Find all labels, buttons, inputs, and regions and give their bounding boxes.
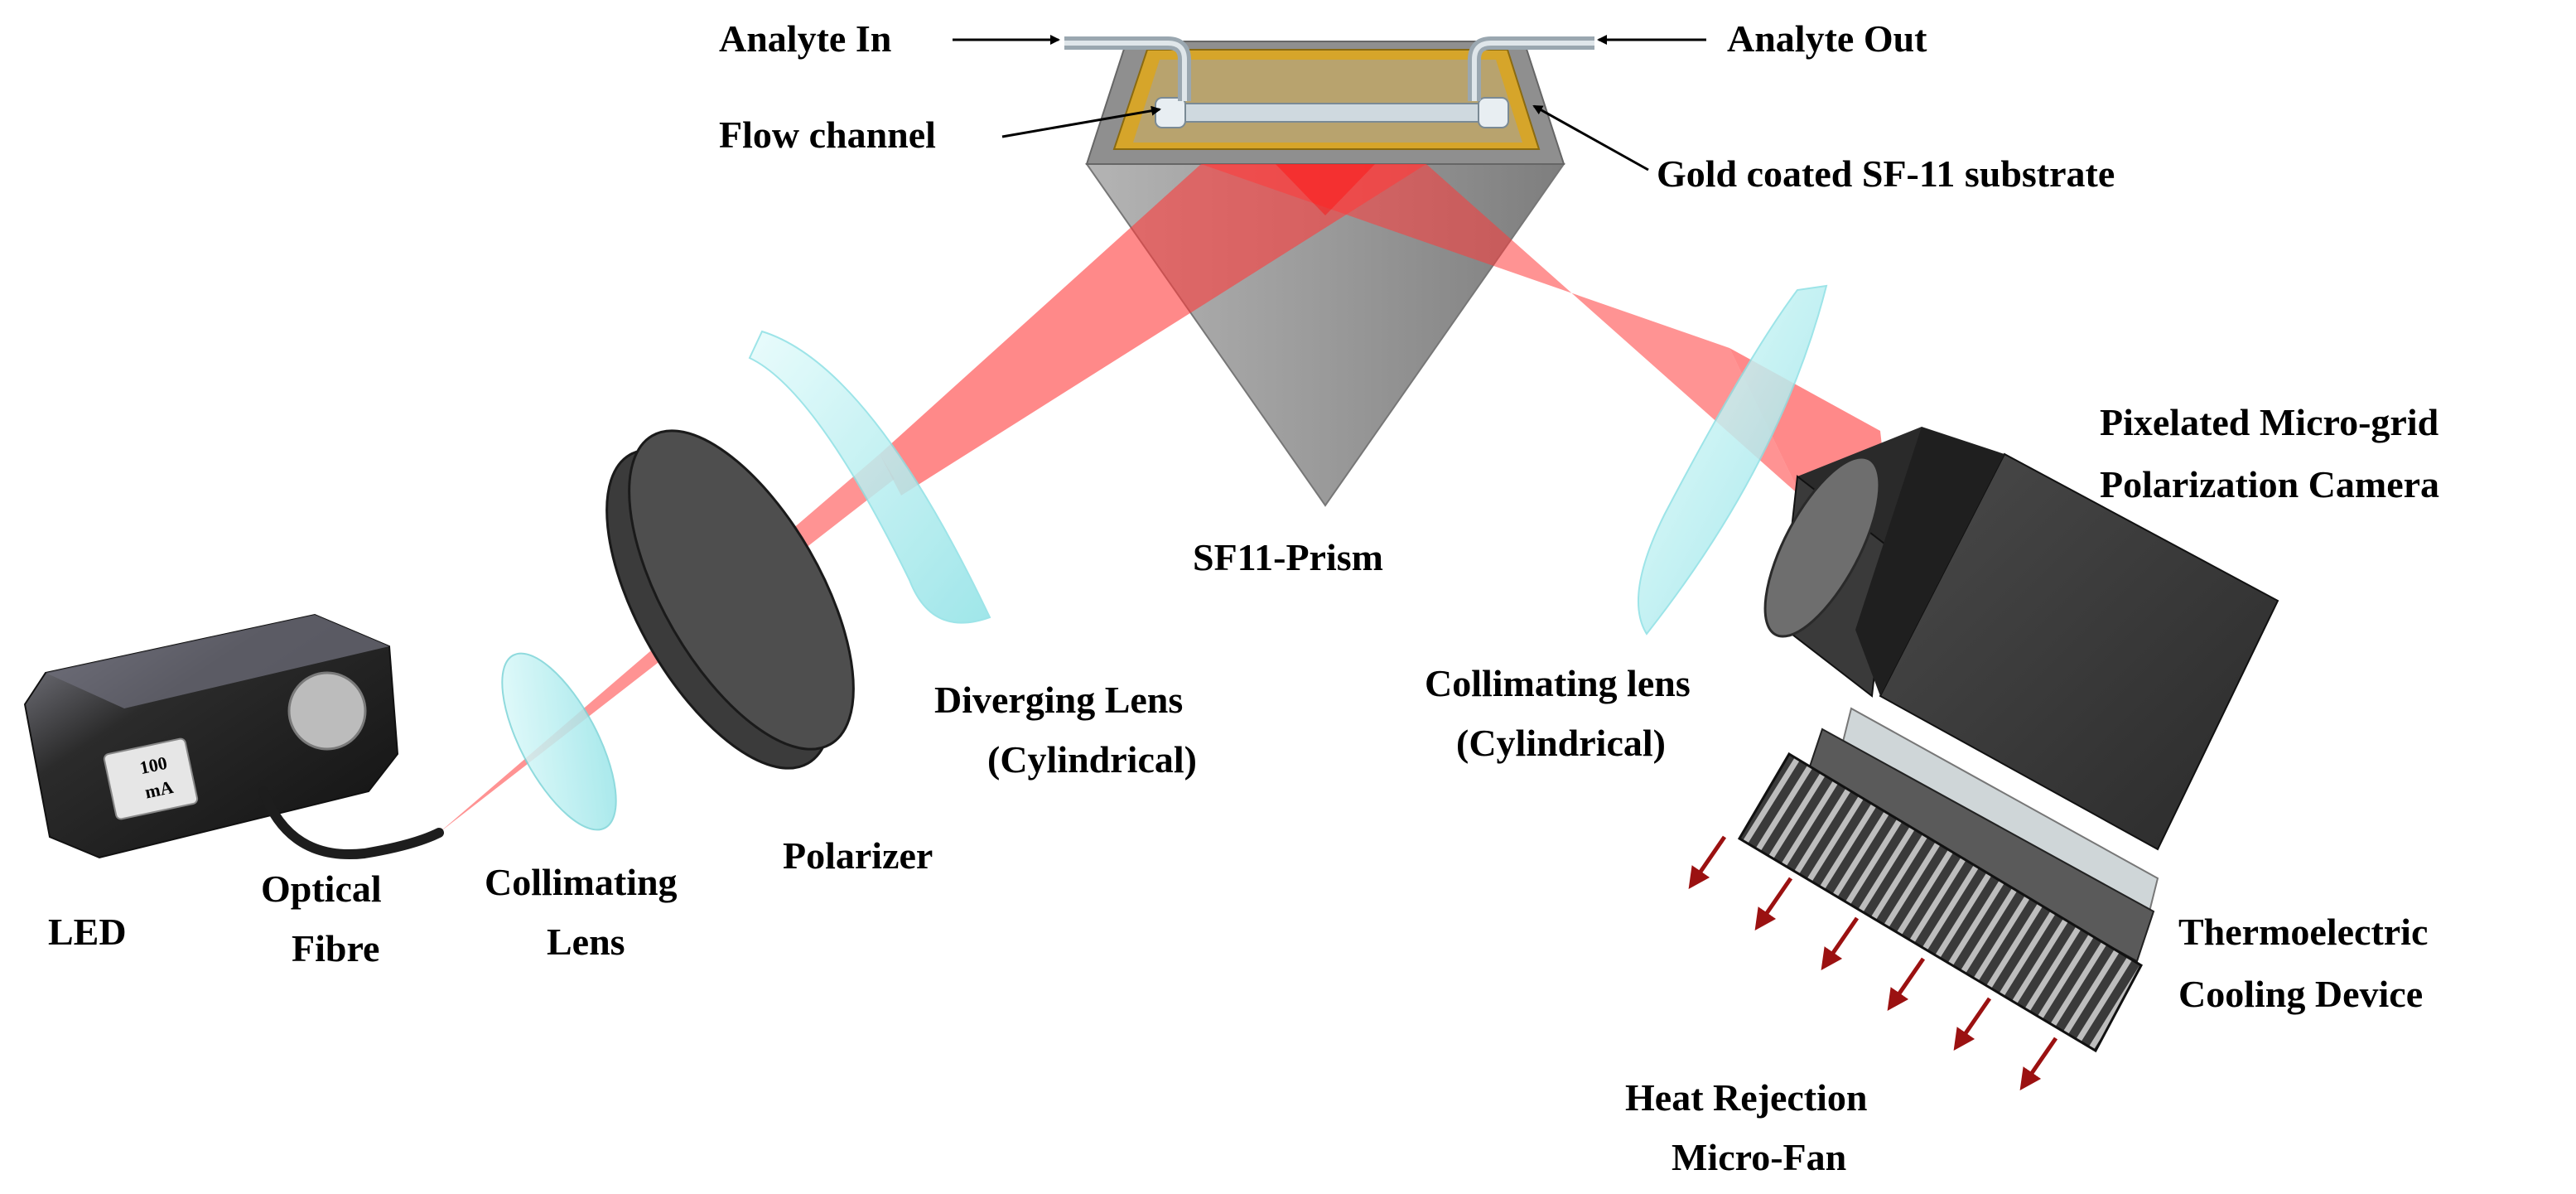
fibre-label-line2: Fibre (292, 927, 379, 969)
analyte-out-label: Analyte Out (1597, 17, 1927, 60)
flow-channel (1163, 103, 1496, 123)
thermoelectric-cooler (1804, 707, 2159, 963)
heat-sink-fan (1737, 752, 2143, 1053)
collimating-left-label-line2: Lens (547, 921, 625, 963)
tec-label-line2: Cooling Device (2178, 973, 2423, 1015)
collimating-lens-right (1638, 284, 1828, 636)
svg-text:Analyte In: Analyte In (719, 17, 891, 60)
heat-arrows (1688, 835, 2058, 1090)
polarization-camera (1763, 427, 2279, 851)
collimating-right-label-line1: Collimating lens (1425, 662, 1691, 704)
collimating-right-label-line2: (Cylindrical) (1456, 722, 1666, 764)
led-display: 100 mA (103, 737, 199, 820)
camera-label-line2: Polarization Camera (2100, 463, 2439, 505)
prism-label: SF11-Prism (1193, 536, 1383, 578)
camera-label-line1: Pixelated Micro-grid (2100, 401, 2439, 443)
camera-lens-mount (1763, 456, 1881, 638)
polarizer-label: Polarizer (783, 834, 933, 877)
optical-fibre (258, 786, 444, 859)
diverging-lens (748, 330, 991, 624)
fibre-label-line1: Optical (261, 868, 382, 910)
polarizer (605, 429, 855, 770)
fan-label-line1: Heat Rejection (1625, 1076, 1868, 1119)
collimating-left-label-line1: Collimating (485, 861, 678, 903)
led-label: LED (48, 911, 127, 953)
svg-text:Analyte Out: Analyte Out (1727, 17, 1927, 60)
diverging-lens-label-line1: Diverging Lens (934, 679, 1183, 721)
svg-text:Gold coated SF-11 substrate: Gold coated SF-11 substrate (1657, 152, 2115, 195)
led-source: 100 mA (23, 613, 399, 859)
beam-prism-reflect (1201, 164, 1802, 497)
svg-text:Flow channel: Flow channel (719, 114, 936, 156)
fan-label-line2: Micro-Fan (1672, 1136, 1846, 1178)
led-aperture (287, 671, 367, 751)
beam-diverging-to-prism (880, 164, 1426, 495)
analyte-in-label: Analyte In (719, 17, 1060, 60)
collimating-lens-left (501, 652, 617, 831)
tec-label-line1: Thermoelectric (2178, 911, 2428, 953)
diverging-lens-label-line2: (Cylindrical) (987, 738, 1197, 781)
flow-channel-label: Flow channel (719, 105, 1161, 156)
gold-substrate-label: Gold coated SF-11 substrate (1532, 104, 2115, 195)
